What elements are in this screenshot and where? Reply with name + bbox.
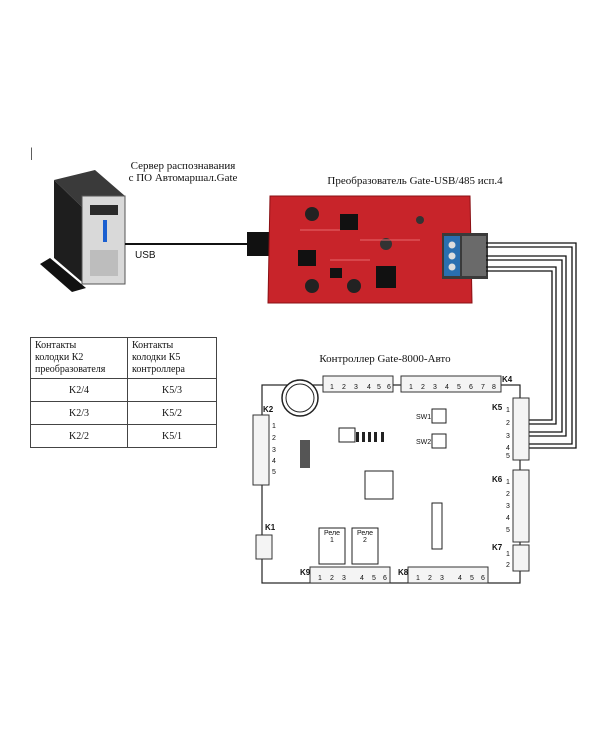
svg-text:3: 3 <box>342 575 346 582</box>
svg-text:4: 4 <box>360 575 364 582</box>
connector-label-k6: K6 <box>492 475 503 484</box>
server-label-line2: с ПО Автомаршал.Gate <box>128 172 238 184</box>
server-label-line1: Сервер распознавания <box>130 160 236 172</box>
connector-label-k2: K2 <box>263 405 274 414</box>
svg-text:5: 5 <box>470 575 474 582</box>
usb-label: USB <box>135 250 156 261</box>
connector-label-k5: K5 <box>492 403 503 412</box>
connector-label-k1: K1 <box>265 523 276 532</box>
converter-board <box>267 195 488 304</box>
svg-text:1: 1 <box>506 479 510 486</box>
svg-text:4: 4 <box>272 458 276 465</box>
server-computer-icon <box>40 170 126 292</box>
svg-text:1: 1 <box>330 384 334 391</box>
svg-text:1: 1 <box>506 551 510 558</box>
table-cell: K2/4 <box>30 378 128 402</box>
svg-text:3: 3 <box>433 384 437 391</box>
svg-text:2: 2 <box>506 562 510 569</box>
server-label: Сервер распознавания с ПО Автомаршал.Gat… <box>108 160 258 184</box>
svg-text:8: 8 <box>492 384 496 391</box>
svg-text:2: 2 <box>342 384 346 391</box>
svg-text:4: 4 <box>367 384 371 391</box>
svg-text:6: 6 <box>469 384 473 391</box>
table-row: K2/4 K5/3 <box>30 378 217 402</box>
svg-text:3: 3 <box>272 447 276 454</box>
connector-label-k4: K4 <box>502 375 513 384</box>
svg-text:4: 4 <box>445 384 449 391</box>
svg-text:4: 4 <box>506 445 510 452</box>
svg-text:3: 3 <box>506 503 510 510</box>
svg-text:5: 5 <box>457 384 461 391</box>
svg-text:1: 1 <box>409 384 413 391</box>
svg-text:5: 5 <box>377 384 381 391</box>
svg-text:2: 2 <box>506 491 510 498</box>
svg-text:2: 2 <box>506 420 510 427</box>
svg-text:2: 2 <box>428 575 432 582</box>
switch-label-sw2: SW2 <box>416 439 431 446</box>
svg-text:6: 6 <box>387 384 391 391</box>
corner-marker: | <box>30 146 33 161</box>
converter-label: Преобразователь Gate-USB/485 исп.4 <box>327 175 503 187</box>
svg-text:1: 1 <box>318 575 322 582</box>
svg-text:5: 5 <box>272 469 276 476</box>
svg-text:5: 5 <box>372 575 376 582</box>
svg-text:3: 3 <box>440 575 444 582</box>
contacts-table: Контакты колодки К2 преобразователя Конт… <box>30 337 217 448</box>
svg-text:6: 6 <box>481 575 485 582</box>
switch-label-sw1: SW1 <box>416 414 431 421</box>
connector-label-k7: K7 <box>492 543 503 552</box>
controller-annotations: K2 K4 K5 K6 K7 K1 K9 K8 SW1 SW2 <box>263 375 513 577</box>
svg-text:4: 4 <box>458 575 462 582</box>
svg-text:7: 7 <box>481 384 485 391</box>
svg-text:5: 5 <box>506 453 510 460</box>
table-cell: K5/3 <box>127 378 217 402</box>
table-header-k2: Контакты колодки К2 преобразователя <box>30 337 128 379</box>
table-cell: K5/1 <box>127 424 217 448</box>
svg-text:1: 1 <box>416 575 420 582</box>
connector-label-k9: K9 <box>300 568 311 577</box>
svg-text:1: 1 <box>506 407 510 414</box>
svg-text:4: 4 <box>506 515 510 522</box>
svg-text:2: 2 <box>421 384 425 391</box>
svg-text:1: 1 <box>272 423 276 430</box>
rs485-wires <box>486 242 577 449</box>
controller-label: Контроллер Gate-8000-Авто <box>319 353 451 365</box>
svg-text:2: 2 <box>272 435 276 442</box>
relay-2-label: Реле 2 <box>357 530 373 544</box>
table-row: K2/2 K5/1 <box>30 424 217 448</box>
svg-text:6: 6 <box>383 575 387 582</box>
svg-text:2: 2 <box>330 575 334 582</box>
svg-text:5: 5 <box>506 527 510 534</box>
svg-text:3: 3 <box>506 433 510 440</box>
relay-1-label: Реле 1 <box>324 530 340 544</box>
svg-text:3: 3 <box>354 384 358 391</box>
connector-label-k8: K8 <box>398 568 409 577</box>
